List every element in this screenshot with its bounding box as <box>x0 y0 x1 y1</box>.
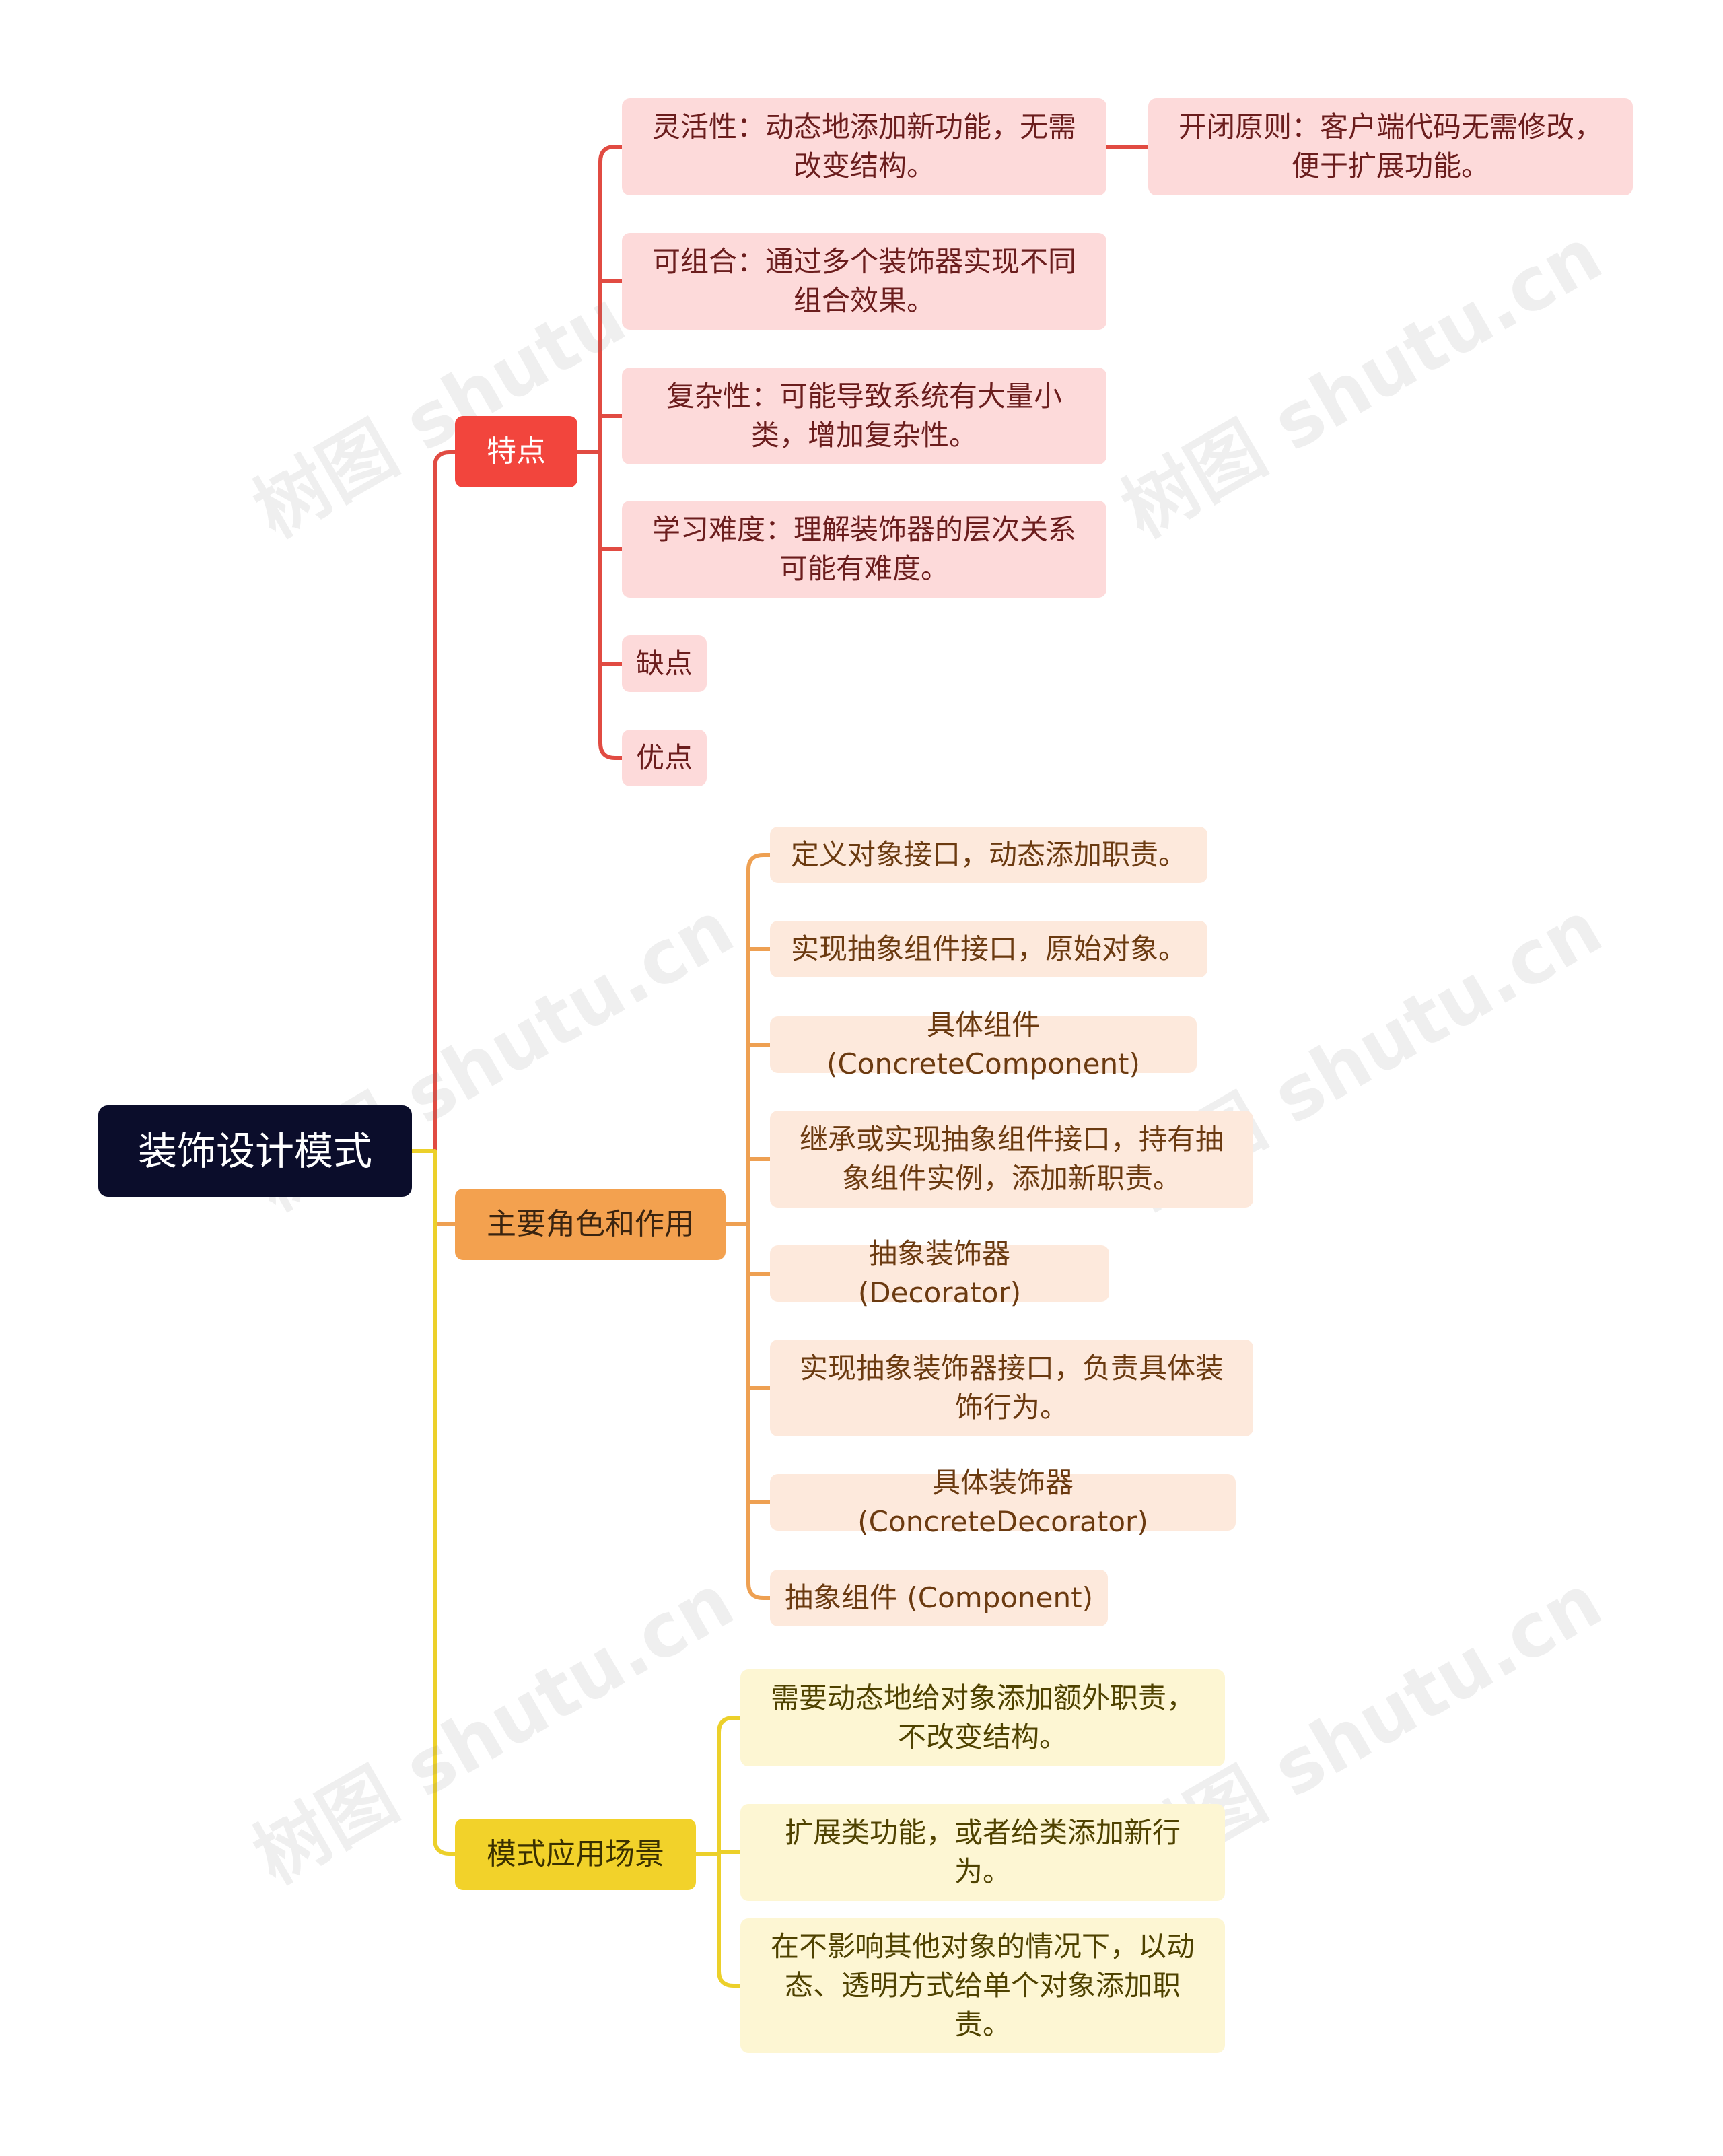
role-item[interactable]: 抽象组件 (Component) <box>770 1570 1108 1626</box>
scenario-item[interactable]: 需要动态地给对象添加额外职责，不改变结构。 <box>740 1669 1225 1766</box>
role-item[interactable]: 具体装饰器 (ConcreteDecorator) <box>770 1466 1236 1538</box>
branch-scenarios[interactable]: 模式应用场景 <box>455 1819 696 1890</box>
root-node[interactable]: 装饰设计模式 <box>98 1105 412 1197</box>
feature-item[interactable]: 可组合：通过多个装饰器实现不同组合效果。 <box>622 233 1106 330</box>
branch-features[interactable]: 特点 <box>455 416 577 487</box>
role-item[interactable]: 定义对象接口，动态添加职责。 <box>770 827 1207 883</box>
feature-item[interactable]: 复杂性：可能导致系统有大量小类，增加复杂性。 <box>622 368 1106 464</box>
scenario-item[interactable]: 扩展类功能，或者给类添加新行为。 <box>740 1804 1225 1901</box>
role-item[interactable]: 实现抽象装饰器接口，负责具体装饰行为。 <box>770 1340 1253 1436</box>
role-item[interactable]: 实现抽象组件接口，原始对象。 <box>770 921 1207 977</box>
feature-item[interactable]: 学习难度：理解装饰器的层次关系可能有难度。 <box>622 501 1106 598</box>
feature-item[interactable]: 灵活性：动态地添加新功能，无需改变结构。 <box>622 98 1106 195</box>
feature-subitem[interactable]: 开闭原则：客户端代码无需修改，便于扩展功能。 <box>1148 98 1633 195</box>
role-item[interactable]: 具体组件 (ConcreteComponent) <box>770 1008 1197 1080</box>
feature-item[interactable]: 优点 <box>622 730 707 786</box>
feature-item[interactable]: 缺点 <box>622 635 707 692</box>
branch-roles[interactable]: 主要角色和作用 <box>455 1189 726 1260</box>
role-item[interactable]: 继承或实现抽象组件接口，持有抽象组件实例，添加新职责。 <box>770 1111 1253 1208</box>
role-item[interactable]: 抽象装饰器 (Decorator) <box>770 1237 1109 1309</box>
scenario-item[interactable]: 在不影响其他对象的情况下，以动态、透明方式给单个对象添加职责。 <box>740 1918 1225 2053</box>
